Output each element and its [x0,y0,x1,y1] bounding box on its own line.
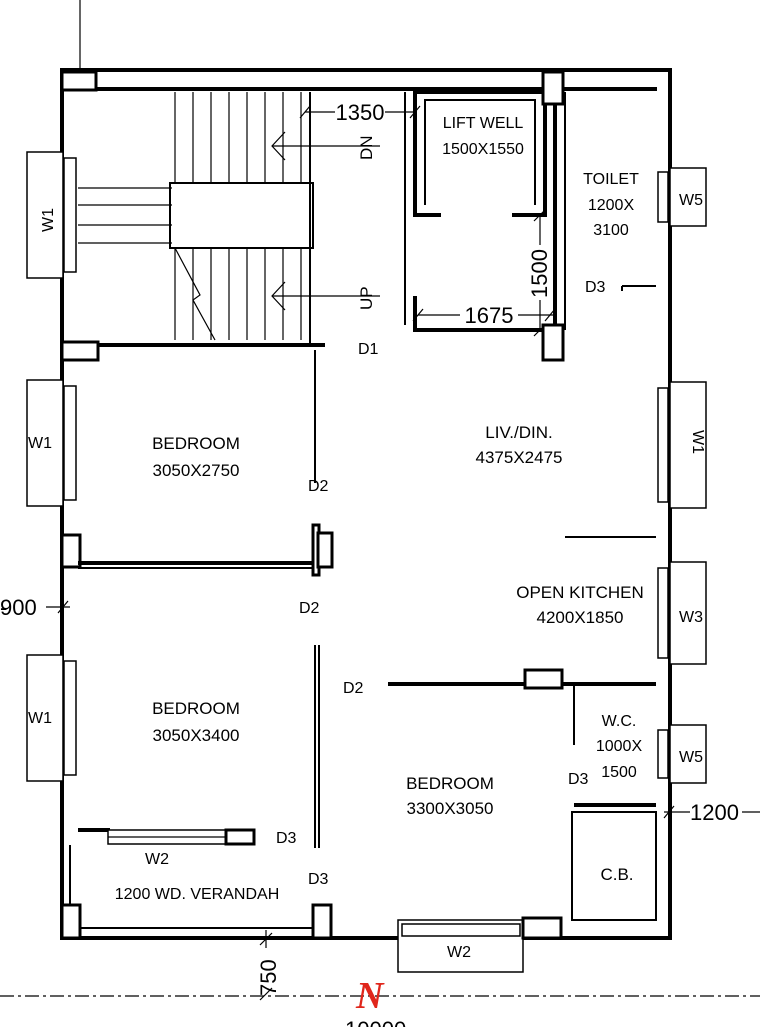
kitchen-label: OPEN KITCHEN [516,583,644,602]
column [224,828,256,846]
bedroom-mid-door: D2 [299,600,320,617]
bedroom-bottom-label: BEDROOM [406,774,494,793]
lift-well-size: 1500X1550 [442,141,524,158]
window-w1-label: W1 [28,435,52,452]
column [60,70,98,92]
window-w1-right [669,381,707,509]
dim-lobby-width: 1675 [465,303,514,328]
window-w5 [669,167,707,227]
window-w5-label: W5 [679,192,703,209]
window-w5-lower-label: W5 [679,749,703,766]
column [60,340,100,362]
liv-din-size: 4375X2475 [476,448,563,467]
dim-stair-width: 1350 [336,100,385,125]
column [60,533,82,569]
window-w1-label: W1 [28,710,52,727]
north-indicator: N [355,975,385,1017]
window-w5-lower [669,724,707,784]
window-w1-right-label: W1 [689,430,706,454]
toilet-size-2: 3100 [593,222,629,239]
dim-750-line [259,930,273,1001]
dim-bottom-offset: 750 [256,959,281,996]
window-w2-bottom-label: W2 [447,944,471,961]
kitchen-size: 4200X1850 [537,608,624,627]
stair-up-label: UP [357,286,376,310]
outer-walls [60,68,672,940]
lift-well-label: LIFT WELL [443,115,524,132]
window-w1 [26,151,64,279]
bedroom-top-size: 3050X2750 [153,461,240,480]
dim-lobby-depth: 1500 [527,249,552,298]
svg-text:-: - [0,595,7,620]
liv-din-label: LIV./DIN. [485,423,552,442]
dim-1350-line [299,105,421,119]
dim-overall-width: 10000 [345,1017,406,1027]
bedroom-top-door: D2 [308,478,329,495]
dim-900-line [46,600,70,614]
window-w1 [26,379,64,507]
column [541,70,565,106]
column [311,903,333,940]
dim-left-offset: 900 [0,595,37,620]
bedroom-top-label: BEDROOM [152,434,240,453]
bedroom-bottom-size: 3300X3050 [407,799,494,818]
dim-1675-line [412,308,556,322]
bedroom-mid-size: 3050X3400 [153,726,240,745]
cb-room [571,811,657,921]
dim-right-offset: 1200 [690,800,739,825]
wc-door: D3 [568,771,589,788]
toilet-door-label: D3 [585,279,606,296]
wc-size-1: 1000X [596,738,643,755]
verandah-door: D3 [308,871,329,888]
wc-label: W.C. [602,713,637,730]
bedroom-bottom-door: D2 [343,680,364,697]
dim-1200-line [663,805,760,819]
verandah-label: 1200 WD. VERANDAH [115,886,280,903]
column [523,668,564,690]
column [316,531,334,569]
window-w2-label: W2 [145,851,169,868]
window-w3 [669,561,707,665]
cb-label: C.B. [600,865,633,884]
lobby-wall [413,296,548,332]
dim-1500-line [533,208,547,337]
bedroom-mid-label: BEDROOM [152,699,240,718]
window-w1-label: W1 [40,208,57,232]
window-w1 [26,654,64,782]
wc-size-2: 1500 [601,764,637,781]
toilet-size-1: 1200X [588,197,635,214]
column [521,916,563,940]
column [60,903,82,940]
window-w3-label: W3 [679,609,703,626]
stair-down-label: DN [357,135,376,160]
toilet-label: TOILET [583,171,639,188]
staircase [78,92,406,347]
column [541,323,565,362]
stair-door-label: D1 [358,341,379,358]
bedroom-mid-door-d3: D3 [276,830,297,847]
